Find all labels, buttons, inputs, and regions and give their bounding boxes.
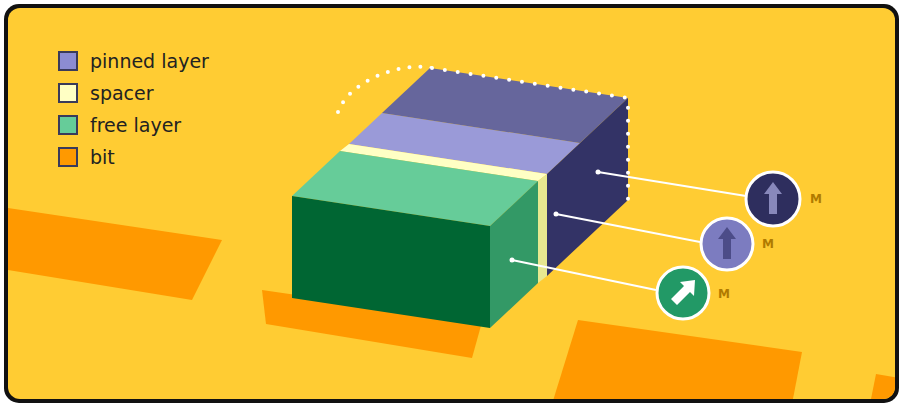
legend-row: bit <box>58 147 115 168</box>
legend-text: spacer <box>90 83 154 104</box>
magnetization-label: M <box>762 238 774 250</box>
legend-row: free layer <box>58 115 181 136</box>
pinned-layer-side <box>547 98 628 276</box>
leader-line <box>512 260 656 290</box>
pinned-layer-top-back <box>382 68 628 143</box>
frame-border <box>4 4 899 403</box>
leader-dot <box>554 212 559 217</box>
legend-swatch <box>58 147 78 167</box>
up-arrow <box>764 182 782 214</box>
magnetization-label: M <box>810 193 822 205</box>
dotted-outline <box>432 68 628 200</box>
legend-text: bit <box>90 147 115 168</box>
legend-row: spacer <box>58 83 154 104</box>
legend-text: free layer <box>90 115 181 136</box>
legend-swatch <box>58 51 78 71</box>
magnetization-disc <box>657 267 709 319</box>
frame-ground <box>8 8 895 399</box>
bit-patch <box>870 374 895 399</box>
up-arrow <box>718 227 736 259</box>
free-layer-side <box>490 181 538 328</box>
tilted-arrow <box>671 280 695 305</box>
magnetization-disc <box>746 172 800 226</box>
legend-row: pinned layer <box>58 51 209 72</box>
legend-swatch <box>58 83 78 103</box>
leader-dot <box>510 258 515 263</box>
magnetization-label: M <box>718 288 730 300</box>
magnetization-disc <box>701 218 753 270</box>
leader-line <box>556 214 700 242</box>
legend-swatch <box>58 115 78 135</box>
bit-patch <box>552 320 802 399</box>
leader-line <box>598 172 746 196</box>
bit-patch <box>8 208 222 300</box>
free-layer-front <box>292 196 490 328</box>
legend-text: pinned layer <box>90 51 209 72</box>
leader-dot <box>596 170 601 175</box>
